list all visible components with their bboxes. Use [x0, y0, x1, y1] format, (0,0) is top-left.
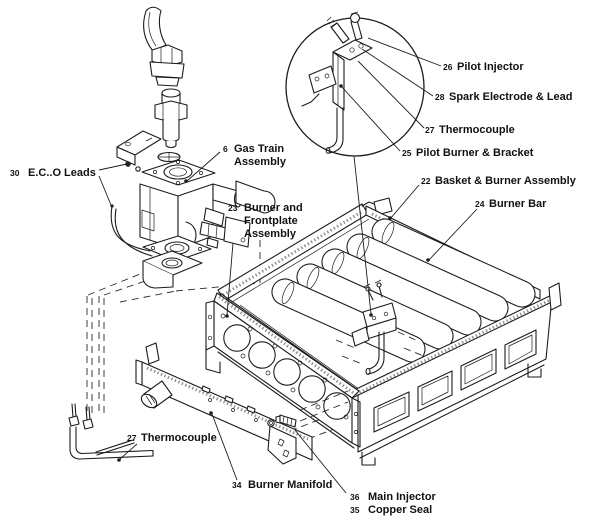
callout-thermocouple-top: Thermocouple: [439, 124, 515, 136]
callout-gas-train-line1: Gas Train: [234, 143, 284, 155]
callout-num-frontplate: 23: [228, 203, 238, 213]
callout-num-eco-leads: 30: [10, 168, 20, 178]
manifold-drawing: [135, 342, 349, 465]
callout-spark-electrode: Spark Electrode & Lead: [449, 91, 573, 103]
callout-num-burner-manifold: 34: [232, 480, 242, 490]
callout-num-pilot-injector: 26: [443, 62, 453, 72]
callout-thermocouple-bottom: Thermocouple: [141, 432, 217, 444]
pilot-detail-drawing: [301, 11, 373, 154]
frontplate-drawing: [205, 292, 361, 449]
labels-layer: 26 Pilot Injector 28 Spark Electrode & L…: [10, 61, 577, 516]
callout-burner-bar: Burner Bar: [489, 198, 547, 210]
callout-num-gas-train: 6: [223, 144, 228, 154]
callout-pilot-injector: Pilot Injector: [457, 61, 524, 73]
basket-front-wall: [349, 282, 562, 466]
detail-circle-inset: [285, 11, 425, 157]
callout-frontplate-line3: Assembly: [244, 228, 297, 240]
phantom-dashed-lines: [86, 240, 351, 444]
callout-num-burner-bar: 24: [475, 199, 485, 209]
callout-copper-seal: Copper Seal: [368, 504, 432, 516]
thermocouple-drawing: [68, 403, 154, 460]
basket-and-burner-drawing: [217, 197, 562, 466]
callout-main-injector: Main Injector: [368, 491, 437, 503]
burner-tubes: [271, 218, 536, 363]
gas-train-drawing: [110, 6, 276, 289]
callout-eco-leads: E.C..O Leads: [28, 167, 96, 179]
callout-frontplate-line2: Frontplate: [244, 215, 298, 227]
pilot-burner-in-basket: [351, 279, 397, 376]
callout-num-thermocouple-top: 27: [425, 125, 435, 135]
callout-num-spark-electrode: 28: [435, 92, 445, 102]
callout-basket: Basket & Burner Assembly: [435, 175, 577, 187]
callout-burner-manifold: Burner Manifold: [248, 479, 332, 491]
callout-gas-train-line2: Assembly: [234, 156, 287, 168]
callout-num-basket: 22: [421, 176, 431, 186]
callout-frontplate-line1: Burner and: [244, 202, 303, 214]
callout-num-thermocouple-bottom: 27: [127, 433, 137, 443]
callout-num-pilot-burner: 25: [402, 148, 412, 158]
callout-pilot-burner: Pilot Burner & Bracket: [416, 147, 534, 159]
leader-lines: [98, 37, 478, 494]
callout-num-main-injector: 36: [350, 492, 360, 502]
callout-num-copper-seal: 35: [350, 505, 360, 515]
